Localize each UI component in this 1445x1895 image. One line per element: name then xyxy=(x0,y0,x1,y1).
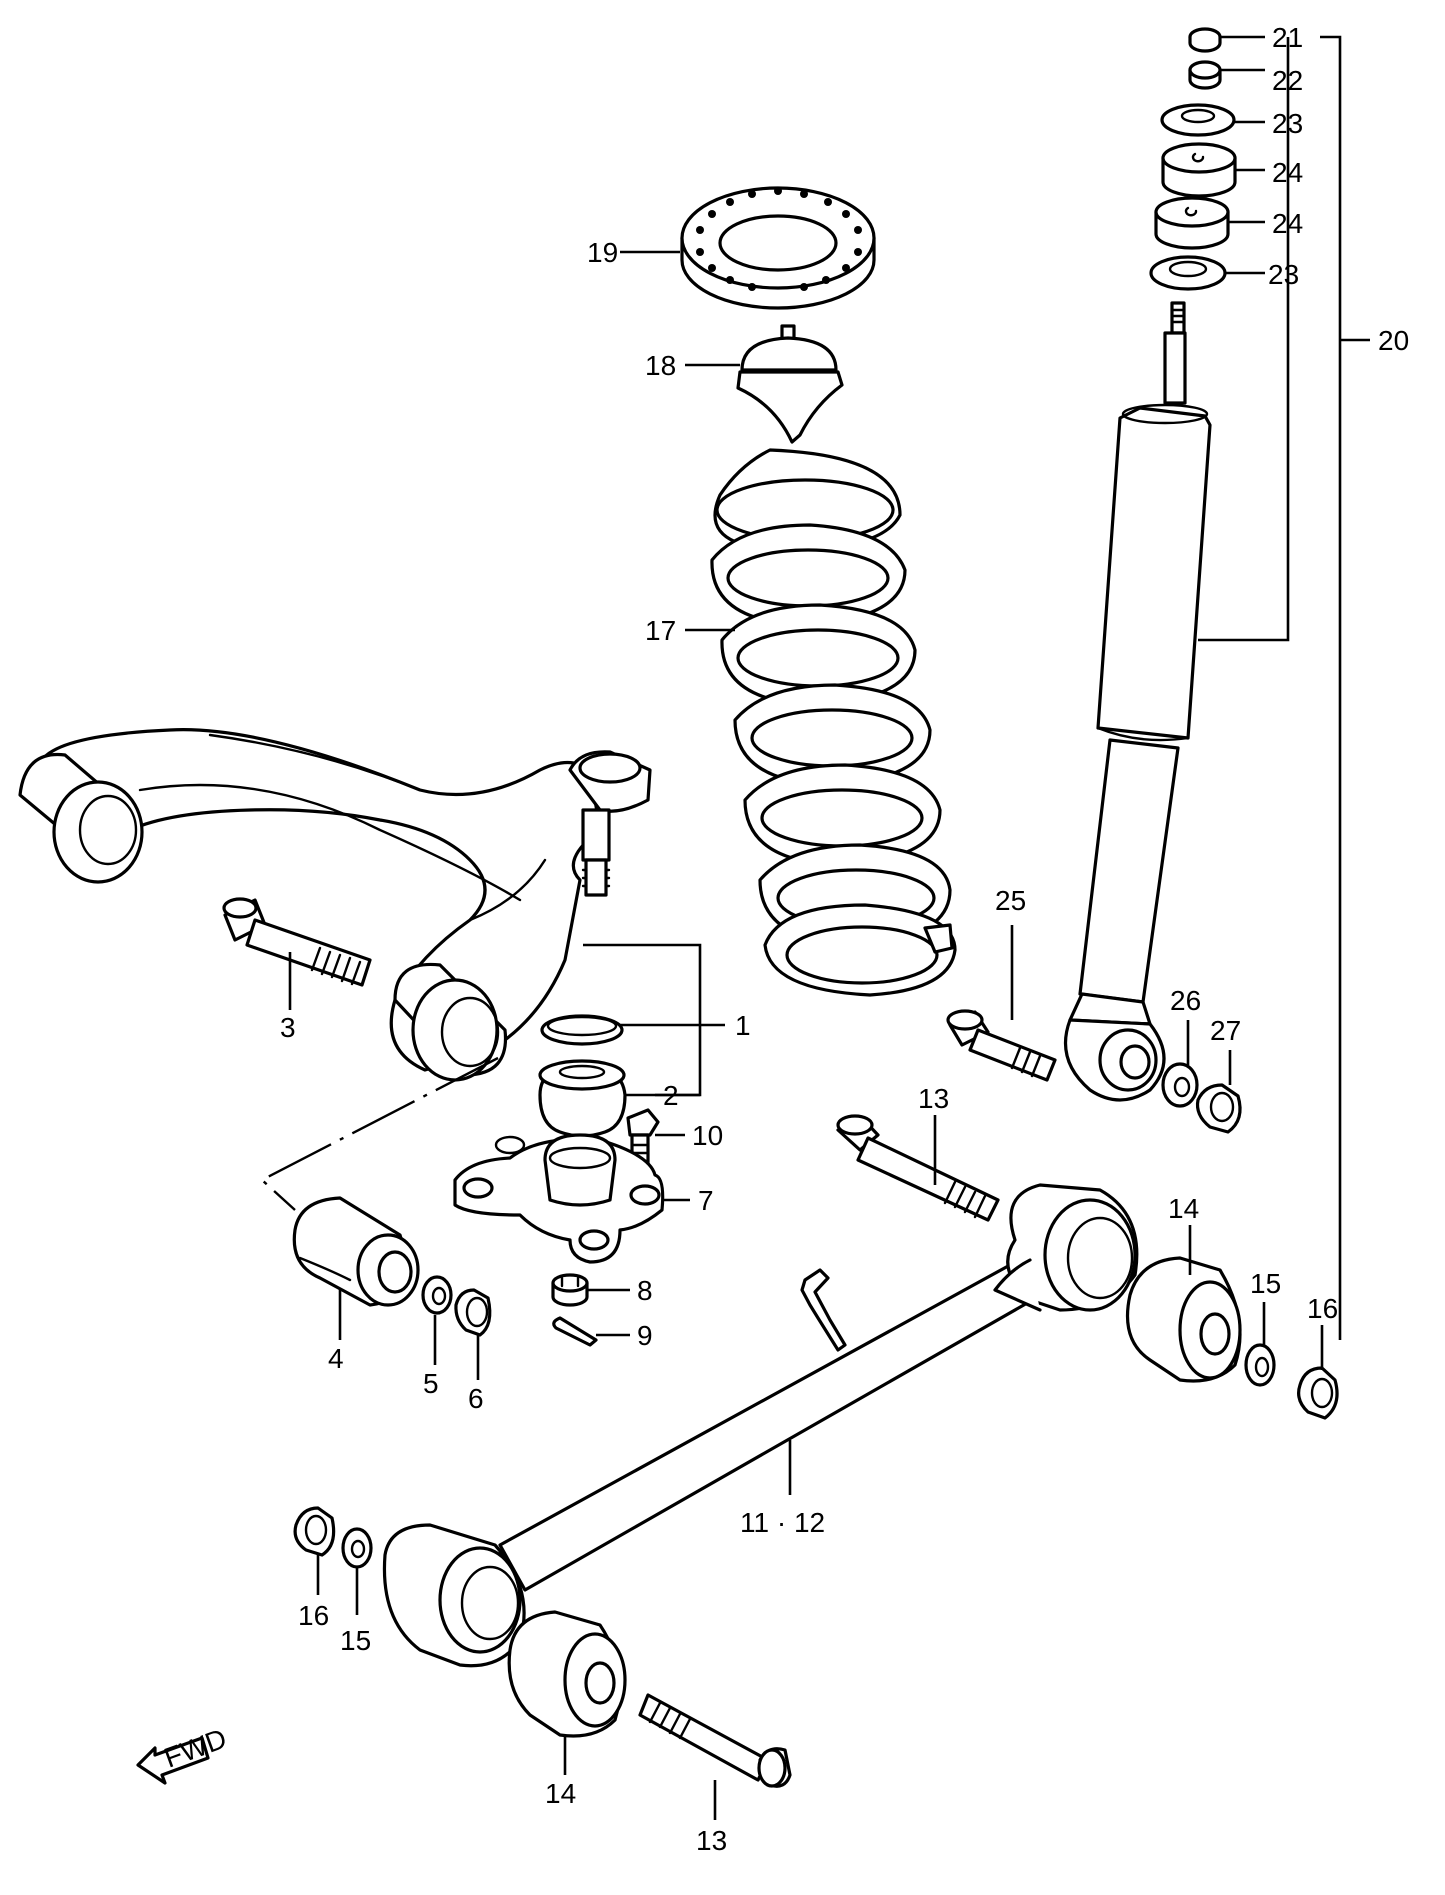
label-14-left: 14 xyxy=(545,1778,576,1809)
bolt-13-top xyxy=(836,1114,1000,1222)
bolt-25 xyxy=(946,1009,1057,1082)
shock-absorber-20 xyxy=(1063,301,1212,1102)
label-26: 26 xyxy=(1170,985,1201,1016)
fwd-label: FWD xyxy=(160,1723,231,1774)
label-15-left: 15 xyxy=(340,1625,371,1656)
label-17: 17 xyxy=(645,615,676,646)
label-27: 27 xyxy=(1210,1015,1241,1046)
label-10: 10 xyxy=(692,1120,723,1151)
lateral-rod-11-12 xyxy=(382,1183,1139,1668)
label-15-right: 15 xyxy=(1250,1268,1281,1299)
part-number-labels: 21 22 23 24 24 23 20 19 18 17 1 2 10 7 8… xyxy=(280,22,1409,1856)
shock-mount-nut-21 xyxy=(1188,27,1222,53)
label-19: 19 xyxy=(587,237,618,268)
shock-mount-bushing-24-top xyxy=(1161,142,1237,198)
bushing-14-left xyxy=(507,1610,627,1738)
bolt-3 xyxy=(222,897,372,987)
washer-5 xyxy=(421,1275,453,1315)
label-20: 20 xyxy=(1378,325,1409,356)
nut-27 xyxy=(1195,1083,1242,1134)
label-24-bottom: 24 xyxy=(1272,208,1303,239)
shock-mount-washer-23-top xyxy=(1160,103,1236,137)
label-14-right: 14 xyxy=(1168,1193,1199,1224)
castle-nut-8 xyxy=(551,1273,589,1307)
label-3: 3 xyxy=(280,1012,296,1043)
nut-16-left xyxy=(293,1506,336,1557)
shock-mount-nut-22 xyxy=(1188,60,1222,90)
nut-16-right xyxy=(1297,1366,1339,1420)
dash-centerline xyxy=(259,1056,499,1211)
label-13-bottom: 13 xyxy=(696,1825,727,1856)
upper-control-arm xyxy=(18,728,652,1082)
label-7: 7 xyxy=(698,1185,714,1216)
shock-mount-bushing-24-bottom xyxy=(1154,196,1230,250)
label-13-top: 13 xyxy=(918,1083,949,1114)
label-24-top: 24 xyxy=(1272,157,1303,188)
washer-15-left xyxy=(341,1527,373,1569)
ball-joint-plate-7 xyxy=(453,1133,665,1264)
bolt-13-bottom xyxy=(638,1693,792,1788)
cotter-pin-9 xyxy=(552,1316,598,1347)
spring-seat-holes xyxy=(696,187,862,291)
label-2: 2 xyxy=(663,1080,679,1111)
label-21: 21 xyxy=(1272,22,1303,53)
washer-15-right xyxy=(1244,1343,1276,1387)
label-6: 6 xyxy=(468,1383,484,1414)
label-8: 8 xyxy=(637,1275,653,1306)
bushing-4 xyxy=(292,1196,420,1307)
shock-mount-washer-23-bottom xyxy=(1149,255,1227,291)
label-18: 18 xyxy=(645,350,676,381)
ball-joint-boot-2 xyxy=(538,1059,627,1138)
label-16-left: 16 xyxy=(298,1600,329,1631)
label-5: 5 xyxy=(423,1368,439,1399)
label-22: 22 xyxy=(1272,65,1303,96)
nut-6 xyxy=(454,1288,492,1337)
label-16-right: 16 xyxy=(1307,1293,1338,1324)
label-23-top: 23 xyxy=(1272,108,1303,139)
label-9: 9 xyxy=(637,1320,653,1351)
label-11-12: 11 · 12 xyxy=(740,1507,825,1538)
bushing-14-right xyxy=(1125,1256,1242,1383)
circlip-1 xyxy=(540,1014,624,1046)
label-4: 4 xyxy=(328,1343,344,1374)
spring-seat-19 xyxy=(680,186,876,310)
coil-spring-17 xyxy=(710,448,957,997)
label-23-bottom: 23 xyxy=(1268,259,1299,290)
leader-lines xyxy=(288,35,1370,1820)
label-25: 25 xyxy=(995,885,1026,916)
washer-26 xyxy=(1161,1062,1199,1108)
label-1: 1 xyxy=(735,1010,751,1041)
bump-stop-18 xyxy=(736,324,844,444)
fwd-arrow-icon: FWD xyxy=(136,1723,231,1785)
